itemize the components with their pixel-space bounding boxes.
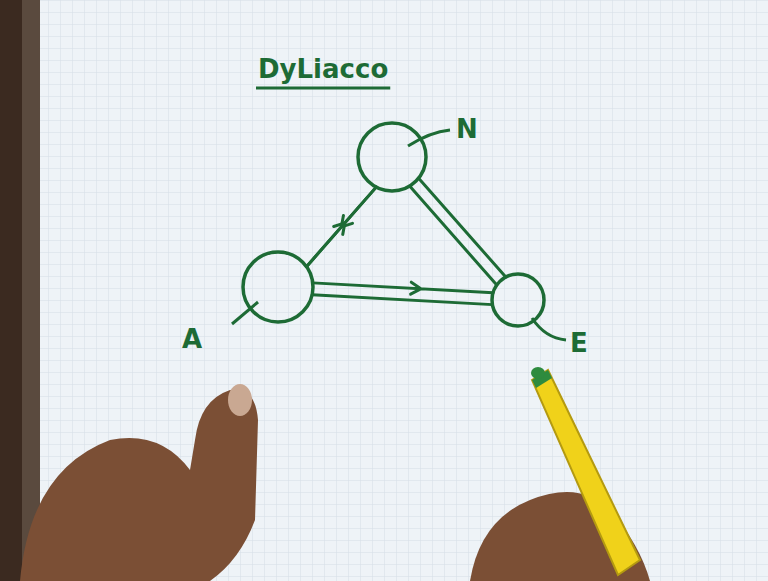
circle-outline	[490, 272, 546, 328]
connector	[410, 178, 506, 285]
title: DyLiacco	[258, 56, 388, 82]
node-circle: E	[490, 272, 546, 328]
node-circle: N	[356, 121, 428, 193]
connector	[312, 282, 493, 304]
title-underline	[256, 87, 390, 90]
node-label: A	[182, 326, 202, 352]
connector	[306, 187, 376, 267]
circle-outline	[356, 121, 428, 193]
node-label: N	[456, 116, 478, 142]
circle-outline	[241, 250, 315, 324]
connector	[306, 187, 376, 267]
node-label: E	[570, 330, 588, 356]
node-circle: A	[241, 250, 315, 324]
